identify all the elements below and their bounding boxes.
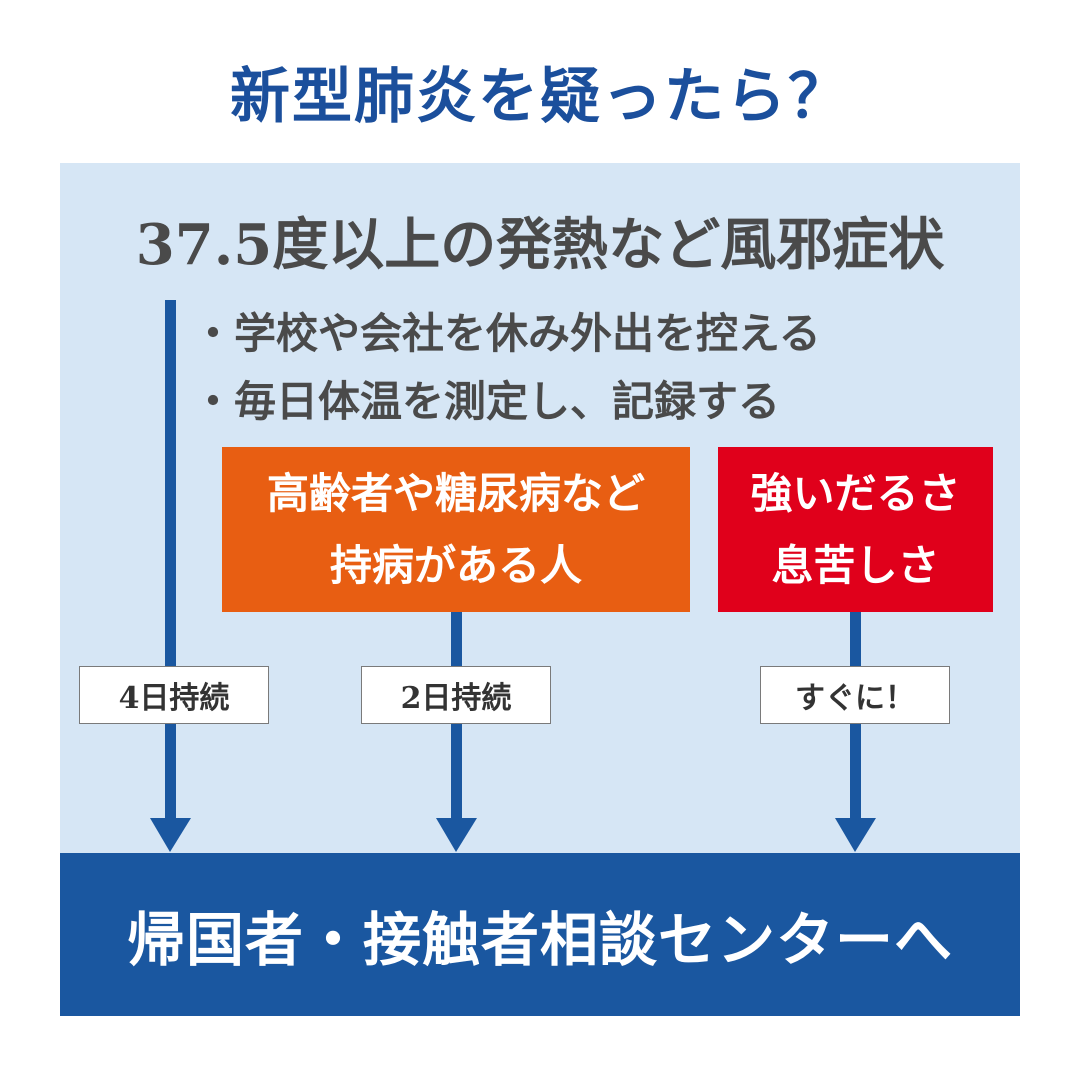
severe-symptoms-line-1: 強いだるさ bbox=[750, 468, 961, 518]
symptom-heading: 37.5度以上の発熱など風邪症状 bbox=[135, 212, 945, 278]
duration-label-2-days: 2日持続 bbox=[361, 666, 551, 724]
severe-symptoms-line-2: 息苦しさ bbox=[771, 540, 940, 590]
risk-group-line-1: 高齢者や糖尿病など bbox=[266, 468, 645, 518]
duration-label-immediately: すぐに！ bbox=[760, 666, 950, 724]
severe-symptoms-box: 強いだるさ 息苦しさ bbox=[718, 447, 993, 612]
risk-group-line-2: 持病がある人 bbox=[329, 540, 582, 590]
advice-item-measure-temperature: ・毎日体温を測定し、記録する bbox=[192, 377, 781, 426]
risk-group-box: 高齢者や糖尿病など 持病がある人 bbox=[222, 447, 690, 612]
page-title: 新型肺炎を疑ったら？ bbox=[230, 62, 850, 132]
destination-banner: 帰国者・接触者相談センターへ bbox=[60, 853, 1020, 1016]
arrowhead-severe-icon bbox=[835, 818, 876, 852]
arrow-shaft-general bbox=[165, 300, 176, 820]
advice-item-stay-home: ・学校や会社を休み外出を控える bbox=[192, 309, 821, 358]
arrowhead-risk-group-icon bbox=[436, 818, 477, 852]
arrowhead-general-icon bbox=[150, 818, 191, 852]
duration-label-4-days: 4日持続 bbox=[79, 666, 269, 724]
